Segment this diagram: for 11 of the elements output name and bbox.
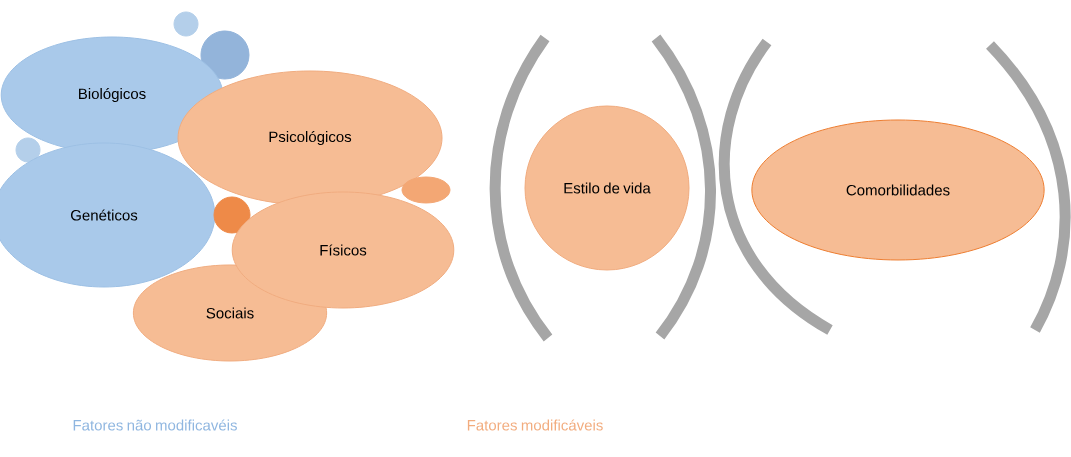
circle-shape (15, 137, 41, 163)
circle-shape (173, 11, 199, 37)
ellipse-node: Comorbilidades (751, 119, 1045, 261)
ellipse-node: Biológicos (0, 36, 224, 154)
circle-shape (213, 196, 251, 234)
circle-shape (401, 176, 451, 204)
ellipse-node: Psicológicos (177, 70, 443, 206)
caption-text: Fatores modificáveis (467, 419, 603, 431)
ellipse-node: Estilo de vida (524, 105, 690, 271)
caption-text: Fatores não modificavéis (73, 419, 237, 431)
circle-shape (200, 30, 250, 80)
